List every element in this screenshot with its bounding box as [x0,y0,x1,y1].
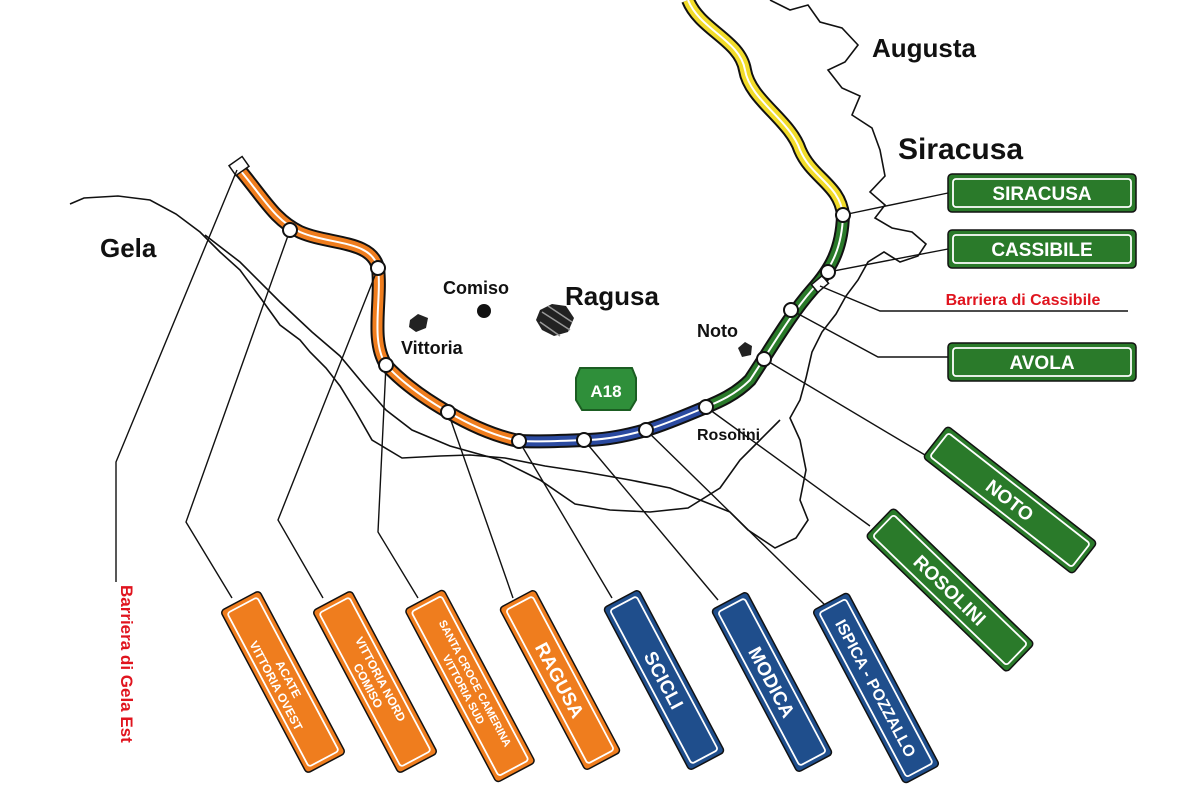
motorway-orange-section [234,165,521,448]
yellow-road-centerline [687,0,844,216]
exit-sign-rosolini: ROSOLINI [866,508,1034,672]
motorway-blue-section [518,400,709,449]
barrier-label-gela-est: Barriera di Gela Est [117,585,136,743]
junction-cassibile [820,264,836,280]
a18-motorway-shield: A18 [575,367,637,411]
exit-sign-siracusa: SIRACUSA [947,173,1137,213]
exit-sign-acate-panel [221,591,345,773]
gela-est-toll-box [227,155,251,177]
leader-ispica [645,429,826,606]
city-label-ragusa: Ragusa [565,281,659,311]
city-label-noto: Noto [697,321,738,341]
leader-modica [583,439,719,601]
exit-sign-vittoria-nord-panel [313,591,437,773]
exit-sign-scicli: SCICLI [603,590,725,770]
green-road-fill [704,214,848,412]
leader-cassibile [827,248,949,273]
vittoria-town-symbol [409,314,428,332]
ragusa-town-symbol [536,304,574,337]
leader-siracusa [842,192,949,216]
exit-sign-scicli-panel [603,590,725,770]
noto-town-symbol [738,342,752,357]
a18-shield-label: A18 [590,382,621,401]
exit-sign-avola-label: AVOLA [1009,353,1074,374]
exit-sign-siracusa-panel [947,173,1137,213]
coastline-lines [69,0,928,549]
comiso-town-dot [477,304,491,318]
green-road-casing [703,214,850,414]
leader-scicli [518,440,613,599]
leader-cassibile-barrier [819,285,1128,312]
leader-gela-est [115,169,238,582]
exit-sign-santa-croce-panel [405,589,535,783]
junction-modica [576,432,592,448]
exit-sign-cassibile-panel [947,229,1137,269]
province-boundary [204,234,781,513]
exit-sign-cassibile: CASSIBILE [947,229,1137,269]
city-label-augusta: Augusta [872,33,977,63]
blue-road-centerline [518,406,707,443]
exit-sign-ispica-label: ISPICA - POZZALLO [831,617,918,760]
exit-sign-noto-panel [923,426,1097,574]
leader-santa-croce [377,364,419,599]
city-label-comiso: Comiso [443,278,509,298]
motorway-yellow-section [681,0,850,217]
coastline-east [69,0,928,549]
city-label-vittoria: Vittoria [401,338,464,358]
exit-sign-avola: AVOLA [947,342,1137,382]
junction-markers [282,207,851,449]
junction-acate [282,222,298,238]
exit-sign-ispica-pozzallo: ISPICA - POZZALLO [812,592,940,784]
junction-leader-lines [115,169,1128,606]
junction-vittoria-nord [370,260,386,276]
exit-sign-cassibile-label: CASSIBILE [991,240,1092,261]
exit-sign-siracusa-label: SIRACUSA [992,184,1092,205]
barrier-label-cassibile: Barriera di Cassibile [946,292,1101,309]
exit-sign-ispica-panel [812,592,940,784]
city-label-siracusa: Siracusa [898,133,1023,166]
city-label-rosolini: Rosolini [697,427,760,444]
junction-noto [756,351,772,367]
leader-rosolini [705,406,871,527]
junction-ispica [638,422,654,438]
junction-avola [783,302,799,318]
junction-rosolini [698,399,714,415]
motorway-green-section [703,214,850,414]
exit-sign-ragusa-panel [499,590,621,770]
city-label-gela: Gela [100,233,157,263]
exit-sign-modica-panel [711,592,833,772]
leader-avola [790,309,948,358]
junction-siracusa [835,207,851,223]
exit-sign-noto: NOTO [923,426,1097,574]
yellow-road-fill [683,0,848,216]
green-road-centerline [705,214,844,408]
exit-sign-avola-panel [947,342,1137,382]
junction-ragusa [440,404,456,420]
junction-santa-croce [378,357,394,373]
junction-scicli [511,433,527,449]
exit-sign-acate: ACATE VITTORIA OVEST [221,591,345,773]
leader-ragusa [447,411,514,599]
leader-acate [185,229,291,599]
leader-noto [763,358,926,456]
exit-sign-modica: MODICA [711,592,833,772]
leader-vittoria-nord [277,267,379,599]
exit-sign-rosolini-panel [866,508,1034,672]
